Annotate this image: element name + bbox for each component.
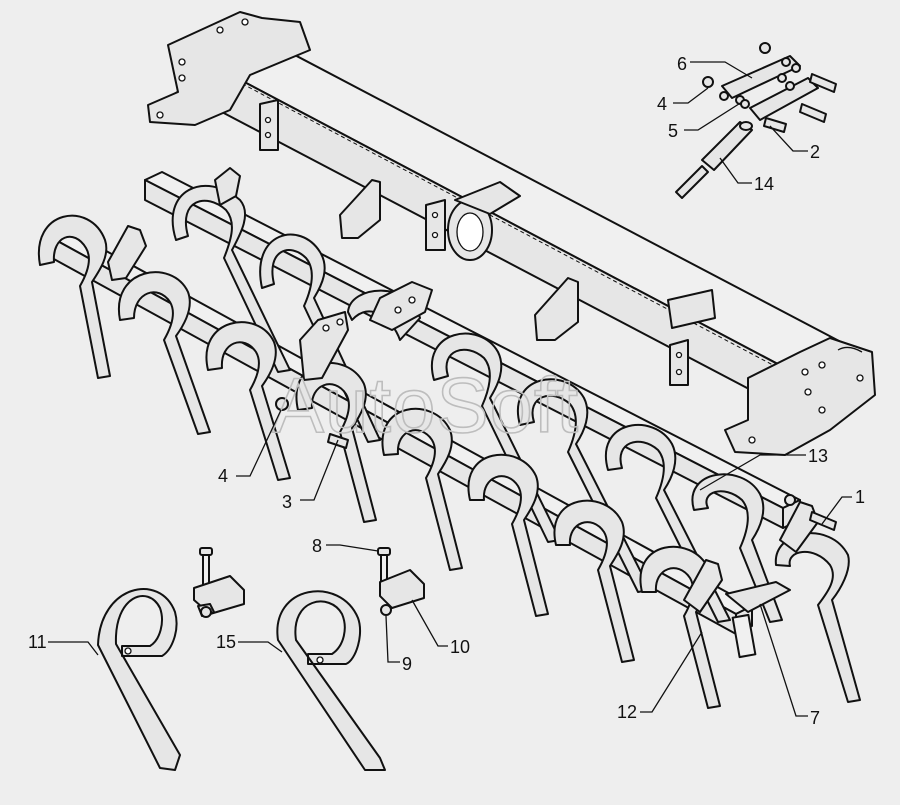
callout-8: 8 bbox=[312, 536, 322, 556]
callout-13: 13 bbox=[808, 446, 828, 466]
callout-9: 9 bbox=[402, 654, 412, 674]
callout-3: 3 bbox=[282, 492, 292, 512]
loose-tine-15 bbox=[276, 590, 386, 771]
callout-14: 14 bbox=[754, 174, 774, 194]
callout-12: 12 bbox=[617, 702, 637, 722]
main-frame-beam bbox=[147, 11, 876, 456]
callout-1: 1 bbox=[855, 487, 865, 507]
leader-lines bbox=[48, 61, 852, 717]
callout-5: 5 bbox=[668, 121, 678, 141]
clamp-assembly-right bbox=[377, 547, 425, 616]
callout-4-top: 4 bbox=[657, 94, 667, 114]
callout-6: 6 bbox=[677, 54, 687, 74]
callout-15: 15 bbox=[216, 632, 236, 652]
hardware-cluster bbox=[675, 42, 837, 199]
clamp-assembly-left bbox=[193, 547, 245, 618]
callout-11: 11 bbox=[28, 632, 47, 652]
callout-7: 7 bbox=[810, 708, 820, 728]
watermark-text: AutoSoft bbox=[272, 361, 579, 449]
callout-numbers: 1 2 3 4 4 5 6 7 8 9 10 11 12 13 14 15 bbox=[28, 54, 865, 728]
linkage-brackets bbox=[107, 167, 837, 613]
callout-10: 10 bbox=[450, 637, 470, 657]
callout-4-left: 4 bbox=[218, 466, 228, 486]
loose-tine-11 bbox=[97, 588, 181, 771]
callout-2: 2 bbox=[810, 142, 820, 162]
